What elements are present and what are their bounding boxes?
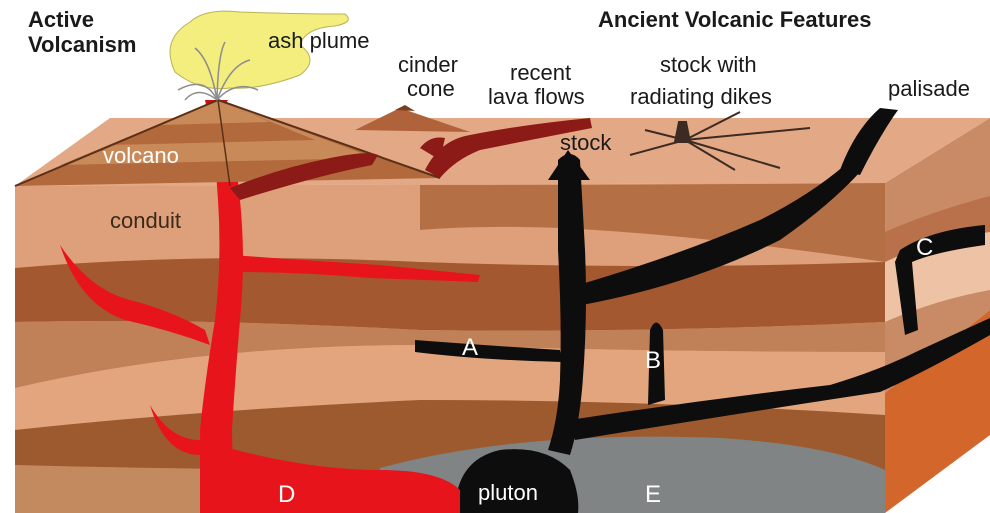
label-conduit: conduit — [110, 208, 181, 233]
block-right-face — [885, 118, 990, 513]
label-lava-line1: recent — [510, 60, 571, 85]
letter-d: D — [278, 481, 295, 508]
heading-ancient: Ancient Volcanic Features — [598, 7, 871, 32]
letter-a: A — [462, 334, 478, 361]
label-volcano: volcano — [103, 143, 179, 168]
label-pluton: pluton — [478, 480, 538, 505]
letter-e: E — [645, 481, 661, 508]
letter-b: B — [645, 347, 661, 374]
label-stock: stock — [560, 130, 612, 155]
label-ash-plume: ash plume — [268, 28, 370, 53]
label-cinder-line2: cone — [407, 76, 455, 101]
label-stock-dikes-line2: radiating dikes — [630, 84, 772, 109]
heading-active-line2: Volcanism — [28, 32, 136, 57]
label-stock-dikes-line1: stock with — [660, 52, 757, 77]
label-cinder-line1: cinder — [398, 52, 458, 77]
ash-plume — [170, 11, 348, 100]
label-palisade: palisade — [888, 76, 970, 101]
label-lava-line2: lava flows — [488, 84, 585, 109]
heading-active-line1: Active — [28, 7, 94, 32]
letter-c: C — [916, 234, 933, 261]
